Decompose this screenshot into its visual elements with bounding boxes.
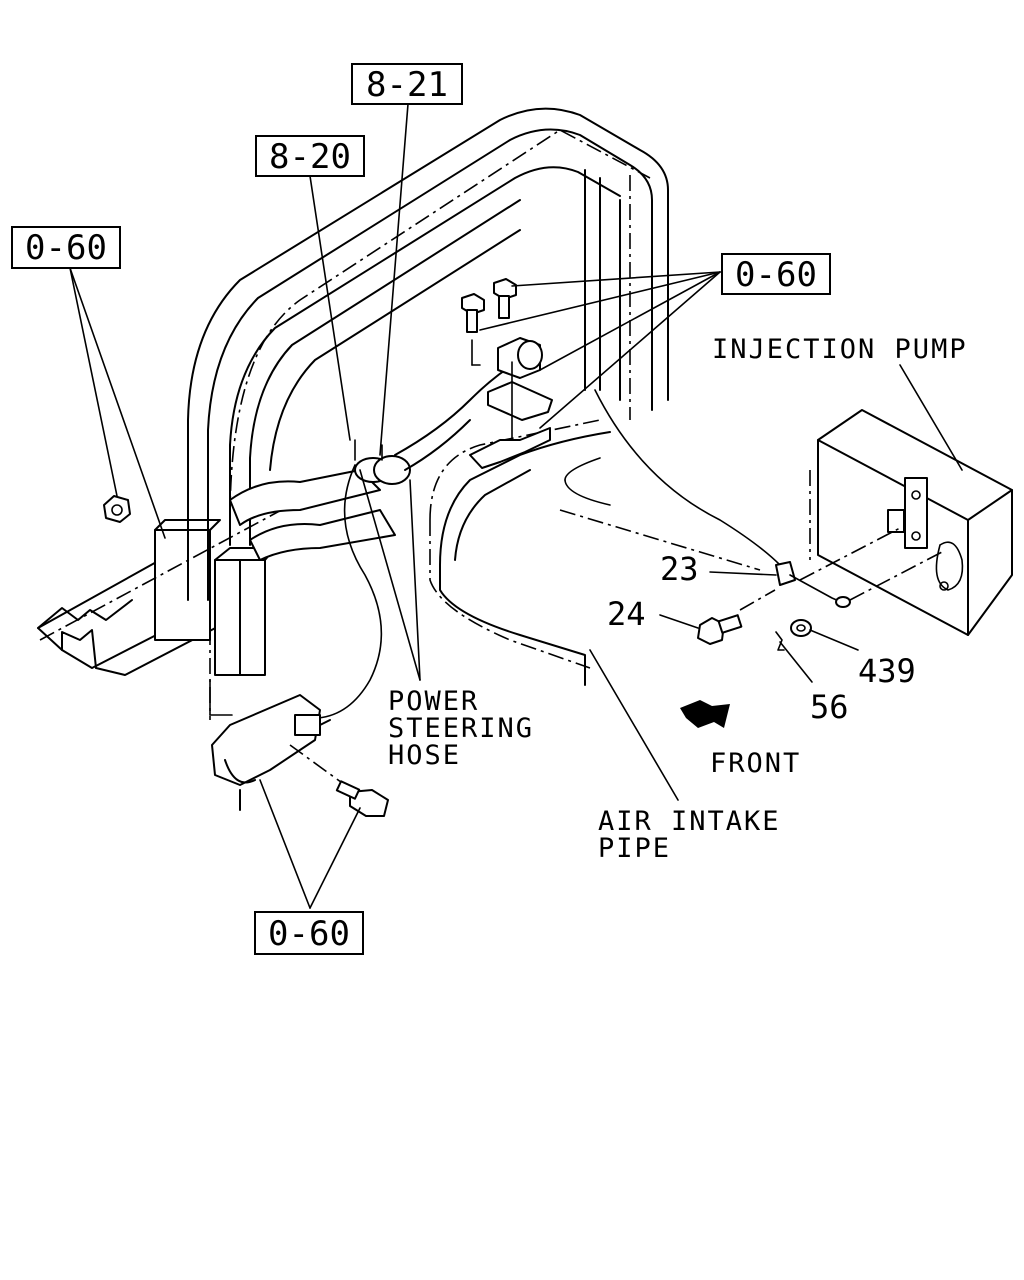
power-steering-hose-label-line2: STEERING xyxy=(388,713,534,744)
ref-label: 0-60 xyxy=(25,228,107,268)
linkage-parts xyxy=(559,389,943,651)
ref-box-8-20: 8-20 xyxy=(255,135,365,177)
pin-icon xyxy=(775,631,785,651)
part-number-24: 24 xyxy=(607,595,646,633)
air-intake-pipe xyxy=(429,419,611,686)
ref-label: 8-20 xyxy=(269,137,351,177)
front-arrow-icon xyxy=(680,700,730,728)
leader-lines xyxy=(69,103,963,909)
part-number-23: 23 xyxy=(660,550,699,588)
upper-pipe-structure xyxy=(187,107,669,720)
bolt-icon xyxy=(461,293,485,333)
ref-box-0-60-left: 0-60 xyxy=(11,226,121,269)
bolt-icon xyxy=(335,780,389,817)
power-steering-hose-label-line1: POWER xyxy=(388,686,479,717)
ref-label: 0-60 xyxy=(735,255,817,295)
power-steering-hose-label-line3: HOSE xyxy=(388,740,461,771)
front-label: FRONT xyxy=(710,748,801,779)
air-intake-pipe-label-line1: AIR INTAKE xyxy=(598,806,781,837)
injection-pump-label: INJECTION PUMP xyxy=(712,334,968,365)
part-number-56: 56 xyxy=(810,688,849,726)
bolt-icon xyxy=(697,614,743,645)
hose-clamp-bracket xyxy=(461,278,553,469)
ref-label: 8-21 xyxy=(366,65,448,105)
washer-icon xyxy=(790,619,812,637)
ref-box-0-60-bottom: 0-60 xyxy=(254,911,364,955)
air-intake-pipe-label-line2: PIPE xyxy=(598,833,671,864)
valve-component xyxy=(209,679,389,817)
injection-pump-block xyxy=(809,409,1013,636)
power-steering-hoses xyxy=(229,354,531,719)
ref-label: 0-60 xyxy=(268,914,350,954)
crossmember-frame xyxy=(37,499,301,676)
ref-box-0-60-right: 0-60 xyxy=(721,253,831,295)
part-number-439: 439 xyxy=(858,652,916,690)
ref-box-8-21: 8-21 xyxy=(351,63,463,105)
nut-icon xyxy=(103,495,131,523)
bolt-icon xyxy=(493,278,517,319)
